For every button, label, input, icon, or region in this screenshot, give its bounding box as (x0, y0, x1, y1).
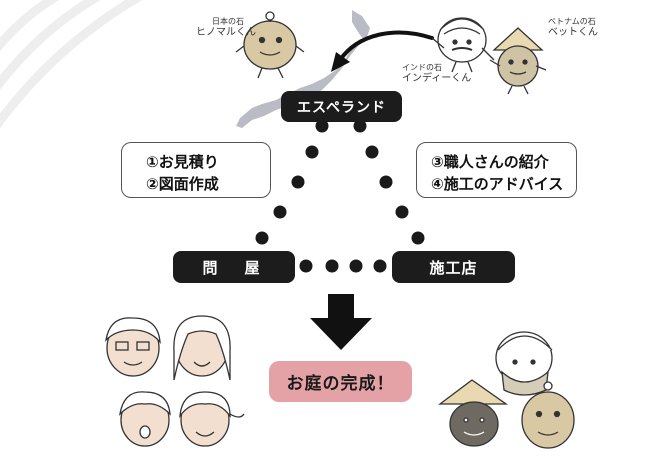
service-construction-advice: ④施工のアドバイス (431, 175, 564, 193)
india-stone-label: インドの石 インディーくん (402, 62, 471, 84)
corner-arcs-decoration (0, 0, 143, 129)
services-right-box: ③職人さんの紹介 ④施工のアドバイス (416, 142, 577, 198)
esperanto-node: エスペランド (281, 91, 402, 122)
japan-map-icon (236, 10, 370, 128)
service-drawing: ②図面作成 (146, 175, 219, 193)
stone-characters-illustration-icon (438, 331, 575, 449)
india-stone-small-label: インドの石 (402, 63, 442, 72)
vietnam-stone-character-icon (489, 27, 547, 95)
contractor-node: 施工店 (392, 251, 515, 283)
vietnam-stone-name: ベットくん (548, 27, 598, 38)
japan-stone-name: ヒノマルくん (196, 27, 256, 38)
dotted-triangle-connector (255, 119, 425, 273)
japan-stone-character-icon (235, 11, 305, 79)
curved-arrow-icon (331, 30, 434, 72)
services-left-box: ①お見積り ②図面作成 (121, 142, 271, 198)
japan-stone-label: 日本の石 ヒノマルくん (196, 16, 256, 38)
service-estimate: ①お見積り (146, 153, 219, 171)
vietnam-stone-small-label: ベトナムの石 (548, 17, 596, 26)
india-stone-name: インディーくん (402, 73, 472, 84)
garden-complete-badge: お庭の完成！ (269, 361, 412, 402)
wholesaler-node: 問 屋 (173, 251, 295, 283)
japan-stone-small-label: 日本の石 (212, 17, 244, 26)
vietnam-stone-label: ベトナムの石 ベットくん (548, 16, 598, 38)
india-stone-character-icon (431, 17, 495, 73)
service-craftsman-intro: ③職人さんの紹介 (431, 153, 549, 171)
family-illustration-icon (105, 315, 245, 447)
down-arrow-icon (310, 294, 372, 350)
